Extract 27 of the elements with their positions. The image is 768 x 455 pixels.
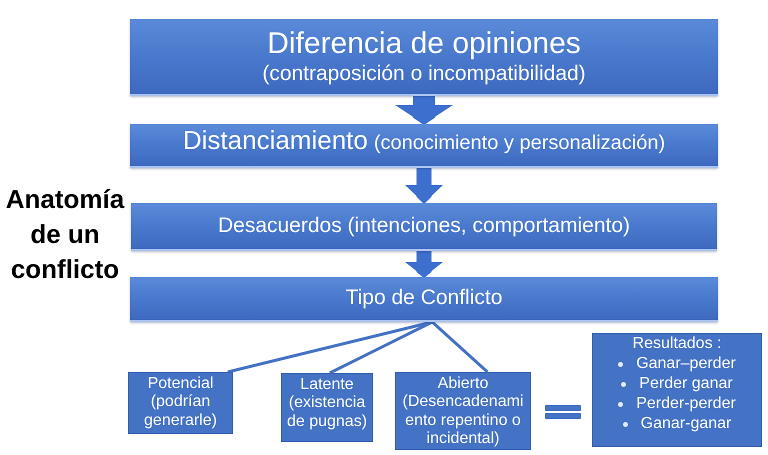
block-arrow <box>405 168 443 203</box>
list-item: Perder-perder <box>636 394 736 414</box>
stage-bar <box>130 277 718 322</box>
stage-bar <box>130 124 718 168</box>
stage-text: Tipo de Conflicto <box>346 286 502 311</box>
list-item: Ganar-ganar <box>640 414 732 434</box>
connector-line <box>329 320 433 374</box>
stage-heading: Diferencia de opiniones <box>267 27 581 62</box>
stage-bar <box>130 19 718 96</box>
category-text: Potencial (podrían generarle) <box>143 375 218 430</box>
category-text: Abierto (Desencadenamiento repentino o incidental) <box>402 375 524 449</box>
results-panel <box>592 333 762 447</box>
block-arrow <box>395 96 453 124</box>
stage-note: (contraposición o incompatibilidad) <box>262 62 586 86</box>
list-heading: Resultados : <box>632 334 722 354</box>
category-text: Latente (existencia de pugnas) <box>286 376 368 432</box>
stage-heading: Distanciamiento <box>182 125 368 155</box>
connector-line <box>431 320 488 374</box>
stage-note: (conocimiento y personalización) <box>374 132 666 154</box>
stage-text: Desacuerdos (intenciones, comportamiento) <box>218 214 630 238</box>
stage-bar <box>131 203 717 251</box>
list-item: Perder ganar <box>639 374 733 394</box>
diagram-title: Anatomía de un conflicto <box>4 183 126 286</box>
block-arrow <box>405 251 443 277</box>
list-item: Ganar–perder <box>636 354 736 374</box>
category-box <box>281 373 373 442</box>
category-box <box>128 372 233 434</box>
